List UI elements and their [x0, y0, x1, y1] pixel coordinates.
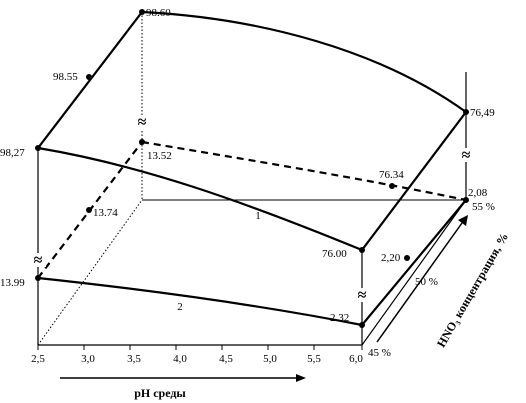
x-tick-label: 4,0 — [173, 353, 187, 365]
data-point — [139, 139, 145, 145]
depth-direction-arrowhead — [458, 215, 468, 226]
value-label: 76.00 — [322, 248, 347, 260]
x-tick-label: 6,0 — [349, 353, 363, 365]
value-label: 13.99 — [0, 277, 25, 289]
data-point — [463, 197, 469, 203]
value-label: 13.74 — [93, 207, 118, 219]
value-label: 98.55 — [53, 71, 78, 83]
upper-surface-right-edge — [361, 111, 467, 251]
upper-surface-back-curve — [141, 10, 467, 113]
value-label: 98,27 — [0, 147, 25, 159]
value-label: 2.32 — [330, 312, 349, 324]
data-point — [404, 255, 410, 261]
data-point — [35, 145, 41, 151]
data-point — [389, 183, 395, 189]
depth-tick-label: 45 % — [368, 347, 391, 359]
x-tick-label: 5,5 — [307, 353, 321, 365]
x-tick-label: 2,5 — [31, 353, 45, 365]
x-axis-title: pH среды — [134, 386, 186, 400]
x-direction-arrowhead — [296, 374, 306, 382]
value-label: 2,20 — [381, 252, 401, 264]
axis-break-symbol: ≈ — [462, 147, 471, 164]
lower-surface-right-edge — [361, 199, 467, 326]
value-label: 98.60 — [146, 7, 171, 19]
depth-axis-line — [361, 199, 467, 346]
data-point — [86, 74, 92, 80]
data-point — [463, 109, 469, 115]
value-label: 76,49 — [470, 107, 495, 119]
curve-2-lower-front — [37, 276, 363, 327]
depth-tick-label: 55 % — [472, 201, 495, 213]
depth-tick-label: 50 % — [415, 276, 438, 288]
data-point — [359, 322, 365, 328]
data-point — [35, 275, 41, 281]
value-label: 2,08 — [468, 187, 488, 199]
x-tick-label: 4,5 — [219, 353, 233, 365]
curve-dashed-back — [141, 140, 467, 202]
x-tick-label: 3,0 — [81, 353, 95, 365]
value-label: 76.34 — [379, 169, 404, 181]
axis-break-symbol: ≈ — [138, 114, 147, 131]
axis-break-symbol: ≈ — [358, 287, 367, 304]
left-depth-dotted-line — [37, 199, 143, 346]
data-point — [359, 247, 365, 253]
value-label: 13.52 — [147, 150, 172, 162]
axis-break-symbol: ≈ — [34, 252, 43, 269]
depth-axis-title: HNO₃ концентрация, % — [434, 230, 511, 349]
x-tick-label: 5,0 — [263, 353, 277, 365]
curve-1-upper-front — [37, 146, 363, 252]
curve-2-label: 2 — [177, 301, 183, 313]
data-point — [139, 9, 145, 15]
x-axis-ticks — [37, 345, 363, 350]
x-tick-label: 3,5 — [127, 353, 141, 365]
depth-direction-arrow — [376, 222, 463, 343]
curve-1-label: 1 — [255, 210, 261, 222]
upper-surface-left-edge — [37, 11, 143, 149]
data-point — [86, 207, 92, 213]
